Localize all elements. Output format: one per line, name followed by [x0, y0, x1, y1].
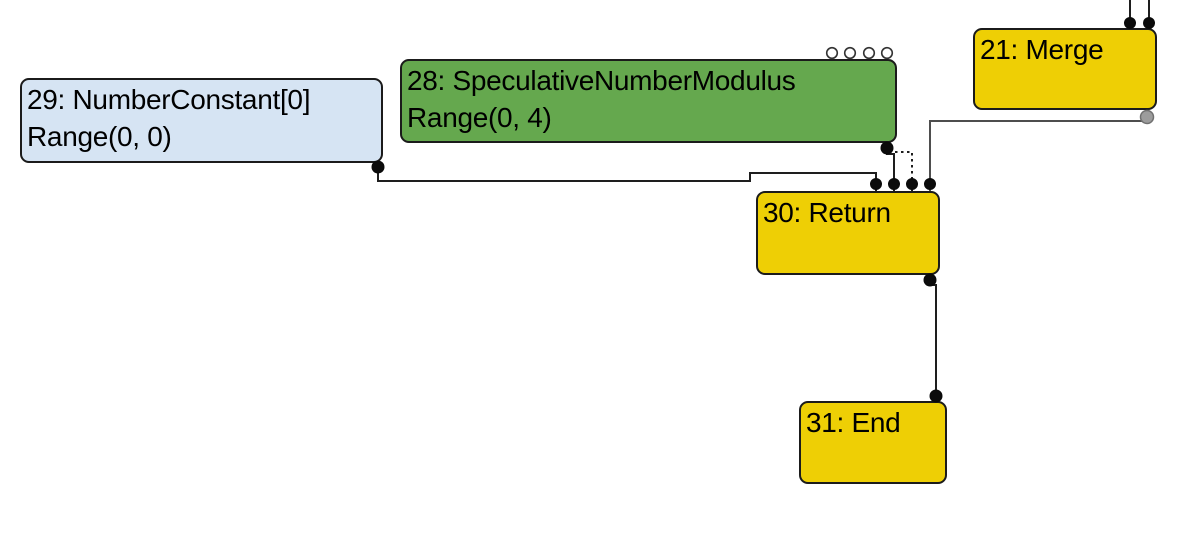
- graph-node-31[interactable]: 31: End: [799, 401, 947, 484]
- unconnected-port-node-28-2[interactable]: [843, 46, 857, 60]
- graph-node-30[interactable]: 30: Return: [756, 191, 940, 275]
- node-range-label: Range(0, 4): [407, 102, 552, 133]
- unconnected-port-node-28-4[interactable]: [880, 46, 894, 60]
- node-label: 30: Return: [763, 197, 891, 228]
- input-port-node-30-1[interactable]: [870, 178, 882, 190]
- input-port-node-30-2[interactable]: [888, 178, 900, 190]
- unconnected-port-node-28-3[interactable]: [862, 46, 876, 60]
- input-port-node-30-4[interactable]: [924, 178, 936, 190]
- output-port-node-30[interactable]: [923, 273, 937, 287]
- graph-node-21[interactable]: 21: Merge: [973, 28, 1157, 110]
- edge-28-to-30-value: [886, 148, 895, 191]
- edge-28-to-30-effect: [889, 151, 913, 191]
- output-port-node-28[interactable]: [880, 141, 894, 155]
- node-label: 31: End: [806, 407, 901, 438]
- node-label: 21: Merge: [980, 34, 1104, 65]
- edge-30-to-31-control: [929, 280, 937, 401]
- node-label: 29: NumberConstant[0]: [27, 84, 311, 115]
- input-port-node-30-3[interactable]: [906, 178, 918, 190]
- unconnected-port-node-28-1[interactable]: [825, 46, 839, 60]
- graph-node-29[interactable]: 29: NumberConstant[0] Range(0, 0): [20, 78, 383, 163]
- node-label: 28: SpeculativeNumberModulus: [407, 65, 796, 96]
- input-port-node-21-1[interactable]: [1124, 17, 1136, 29]
- edge-21-to-30-control: [929, 118, 1148, 191]
- node-range-label: Range(0, 0): [27, 121, 172, 152]
- edge-29-to-30-value: [377, 167, 877, 191]
- input-port-node-21-2[interactable]: [1143, 17, 1155, 29]
- output-port-node-21[interactable]: [1139, 109, 1155, 125]
